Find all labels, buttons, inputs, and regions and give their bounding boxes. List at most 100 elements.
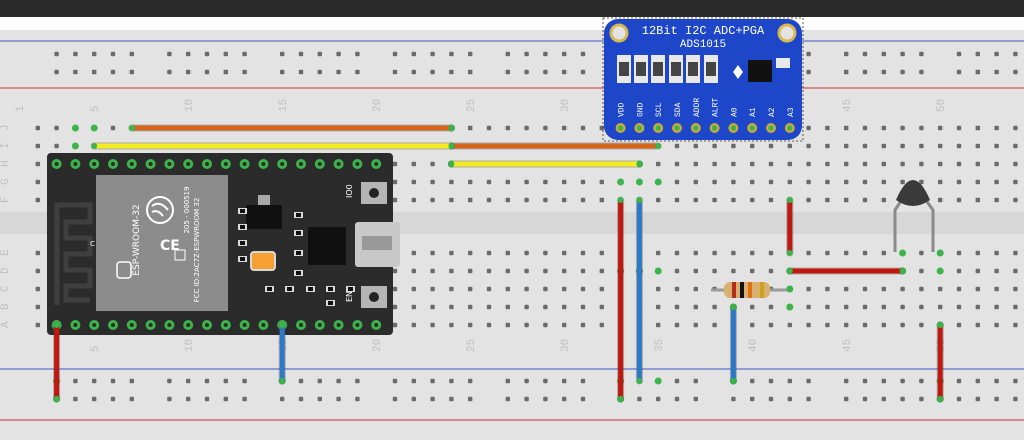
breadboard-hole (392, 286, 398, 292)
rail-hole (336, 69, 341, 75)
breadboard-hole (411, 197, 416, 203)
rail-hole (468, 51, 473, 57)
connected-hole (786, 285, 794, 293)
rail-hole (110, 378, 116, 384)
breadboard-hole (693, 268, 698, 274)
breadboard-hole (505, 197, 510, 203)
breadboard-hole (486, 322, 492, 328)
breadboard-hole (768, 250, 774, 256)
rail-hole (336, 396, 341, 402)
rail-hole (787, 396, 792, 402)
module-pin-label: ADDR (693, 98, 702, 117)
breadboard-hole (881, 304, 886, 310)
rail-hole (562, 396, 567, 402)
rail-hole (1013, 51, 1018, 57)
breadboard-hole (731, 250, 736, 256)
connected-hole (654, 267, 662, 275)
module-pin-label: A1 (749, 107, 758, 117)
breadboard-hole (35, 179, 40, 185)
wire-red-esp-gnd-end-a (53, 322, 60, 328)
breadboard-hole (844, 304, 849, 310)
breadboard-hole (919, 179, 924, 185)
connected-hole (617, 178, 625, 186)
button-en-cap[interactable] (369, 292, 379, 302)
breadboard-hole (524, 304, 529, 310)
rail-hole (1013, 396, 1018, 402)
rail-hole (298, 51, 304, 57)
breadboard-hole (411, 179, 416, 185)
breadboard-hole (862, 197, 868, 203)
breadboard-hole (505, 268, 510, 274)
breadboard-hole (975, 250, 980, 256)
rail-hole (204, 51, 210, 57)
breadboard-hole (731, 197, 736, 203)
esp32-bottom-pin-center (129, 323, 134, 327)
breadboard-hole (674, 143, 680, 149)
rail-hole (693, 396, 698, 402)
esp32-bottom-pin-center (317, 323, 322, 327)
breadboard-hole (524, 322, 529, 328)
module-pin-label: SCL (655, 102, 664, 117)
breadboard-hole (449, 179, 454, 185)
breadboard-hole (599, 197, 604, 203)
breadboard-hole (562, 286, 567, 292)
connected-hole (90, 124, 98, 132)
esp32-devkit: C ESP-WROOM-32 205 - 000519 FCC ID:2AC7Z… (47, 153, 400, 335)
button-io0-cap[interactable] (369, 188, 379, 198)
rail-hole (392, 51, 398, 57)
breadboard-hole (449, 197, 454, 203)
breadboard-hole (562, 304, 567, 310)
row-letter-top: H (0, 160, 12, 167)
breadboard-hole (750, 250, 755, 256)
breadboard-hole (468, 268, 473, 274)
breadboard-hole (956, 304, 962, 310)
rail-hole (242, 51, 247, 57)
breadboard-hole (825, 161, 830, 167)
smd-part-body (287, 287, 292, 291)
resistor (711, 282, 787, 298)
rail-hole (862, 378, 868, 384)
module-title: 12Bit I2C ADC+PGA (642, 24, 765, 38)
breadboard-hole (844, 179, 849, 185)
breadboard-hole (862, 250, 868, 256)
rail-hole (994, 396, 999, 402)
module-pin-label: VDD (618, 102, 627, 117)
rail-hole (204, 69, 210, 75)
capacitor (250, 251, 276, 271)
thermistor-icon (896, 180, 930, 206)
rail-hole (881, 378, 886, 384)
breadboard-hole (35, 268, 40, 274)
breadboard-hole (392, 179, 398, 185)
breadboard-hole (656, 322, 661, 328)
breadboard-hole (712, 179, 717, 185)
rail-hole (242, 69, 247, 75)
breadboard-hole (900, 143, 905, 149)
resistor-band-1 (732, 282, 736, 298)
esp32-top-pin-center (374, 162, 379, 166)
esp32-top-pin-center (92, 162, 97, 166)
breadboard-hole (750, 179, 755, 185)
esp32-module-label: ESP-WROOM-32 (132, 204, 142, 275)
rail-hole (129, 378, 134, 384)
breadboard-hole (919, 304, 924, 310)
esp32-bottom-pin-center (261, 323, 266, 327)
rail-hole (411, 51, 416, 57)
breadboard-hole (1013, 286, 1018, 292)
rail-hole (317, 396, 322, 402)
rail-hole (317, 51, 322, 57)
breadboard-hole (580, 322, 586, 328)
esp32-bottom-pin-center (186, 323, 191, 327)
module-pin-label: SDA (674, 102, 683, 117)
rail-hole (768, 396, 774, 402)
module-smd-part-body (636, 62, 646, 76)
breadboard-hole (956, 250, 962, 256)
column-number-bottom: 35 (654, 339, 666, 352)
esp32-top-pin-center (261, 162, 266, 166)
rail-hole (844, 396, 849, 402)
rail-hole (505, 51, 510, 57)
column-number-top: 50 (936, 99, 948, 112)
column-number-top: 25 (466, 99, 478, 112)
rail-hole (110, 51, 116, 57)
row-letter-bottom: C (0, 285, 12, 292)
